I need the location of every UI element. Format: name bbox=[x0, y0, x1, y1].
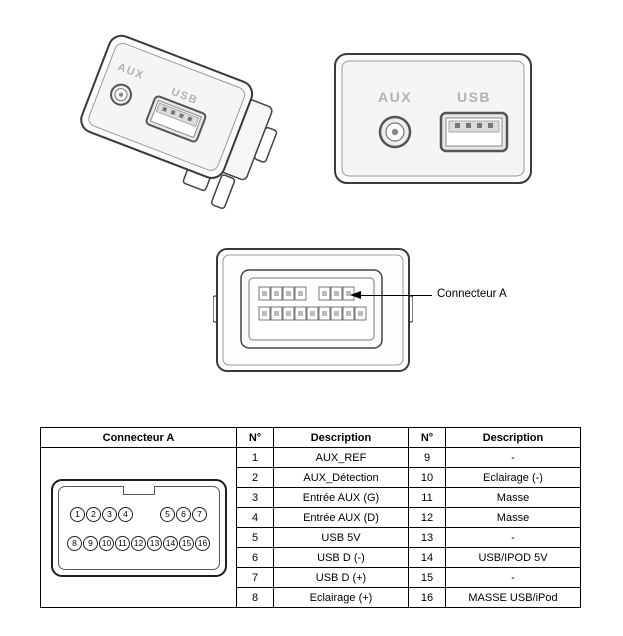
module-front-view: AUX USB bbox=[333, 52, 533, 190]
pin-8: 8 bbox=[67, 535, 82, 551]
mounting-clip-right bbox=[254, 126, 278, 163]
pin-description: Eclairage (-) bbox=[445, 467, 581, 488]
pin-4: 4 bbox=[118, 506, 133, 522]
pin-number: 12 bbox=[408, 507, 446, 528]
pin-description: USB D (+) bbox=[273, 567, 409, 588]
usb-pin bbox=[170, 109, 176, 116]
usb-pin bbox=[488, 123, 493, 128]
pin-5: 5 bbox=[160, 506, 175, 522]
pin-14: 14 bbox=[163, 535, 178, 551]
pin-number: 10 bbox=[408, 467, 446, 488]
pin-number: 14 bbox=[408, 547, 446, 568]
pin-11: 11 bbox=[115, 535, 130, 551]
pin-number: 5 bbox=[236, 527, 274, 548]
pin-row-gap bbox=[134, 514, 160, 515]
aux-jack-center bbox=[391, 128, 399, 136]
pin-row-top bbox=[258, 286, 355, 301]
pin-12: 12 bbox=[131, 535, 146, 551]
table-row: 7 USB D (+) 15 - bbox=[41, 567, 581, 588]
pin-description: Entrée AUX (G) bbox=[273, 487, 409, 508]
pin-description: AUX_REF bbox=[273, 447, 409, 468]
pin-number: 2 bbox=[236, 467, 274, 488]
module-front-drawing: AUX USB bbox=[334, 53, 532, 184]
connector-key-notch bbox=[122, 485, 155, 495]
pin-6: 6 bbox=[176, 506, 191, 522]
connector-inner-contour: 1 2 3 4 5 6 7 8 9 10 bbox=[57, 485, 220, 570]
callout-line bbox=[360, 295, 432, 296]
pin-description: Masse bbox=[445, 507, 581, 528]
pin-description: - bbox=[445, 447, 581, 468]
pin-1: 1 bbox=[70, 506, 85, 522]
pin-16: 16 bbox=[195, 535, 210, 551]
pin-description: USB/IPOD 5V bbox=[445, 547, 581, 568]
connector-a-diagram-cell: 1 2 3 4 5 6 7 8 9 10 bbox=[40, 447, 237, 608]
table-row: 6 USB D (-) 14 USB/IPOD 5V bbox=[41, 547, 581, 568]
usb-pin bbox=[187, 116, 193, 122]
col-header-desc2: Description bbox=[445, 427, 581, 448]
module-rear-drawing bbox=[212, 248, 414, 372]
pin-number: 13 bbox=[408, 527, 446, 548]
pin-13: 13 bbox=[147, 535, 162, 551]
pin-number: 16 bbox=[408, 587, 446, 608]
pin-number: 3 bbox=[236, 487, 274, 508]
pin-number: 15 bbox=[408, 567, 446, 588]
pin-3: 3 bbox=[102, 506, 117, 522]
callout-arrowhead-icon bbox=[350, 291, 361, 299]
mounting-clip-lower bbox=[210, 174, 236, 209]
pin-description: - bbox=[445, 527, 581, 548]
pin-row-bottom bbox=[258, 306, 367, 321]
pin-10: 10 bbox=[99, 535, 114, 551]
pin-numbers-top-row: 1 2 3 4 5 6 7 bbox=[59, 506, 219, 522]
table-row: 8 Eclairage (+) 16 MASSE USB/iPod bbox=[41, 587, 581, 608]
table-row: 2 AUX_Détection 10 Eclairage (-) bbox=[41, 467, 581, 488]
pin-number: 1 bbox=[236, 447, 274, 468]
usb-pin bbox=[162, 106, 168, 112]
pin-number: 11 bbox=[408, 487, 446, 508]
pin-description: - bbox=[445, 567, 581, 588]
aux-label: AUX bbox=[378, 89, 412, 105]
usb-label: USB bbox=[457, 89, 491, 105]
col-header-n2: N° bbox=[408, 427, 446, 448]
usb-pin bbox=[477, 123, 482, 128]
pin-number: 9 bbox=[408, 447, 446, 468]
table-row: 4 Entrée AUX (D) 12 Masse bbox=[41, 507, 581, 528]
pin-description: USB 5V bbox=[273, 527, 409, 548]
pin-number: 6 bbox=[236, 547, 274, 568]
pin-description: Eclairage (+) bbox=[273, 587, 409, 608]
pinout-table: Connecteur A N° Description N° Descripti… bbox=[40, 427, 581, 608]
aux-jack-center bbox=[118, 92, 124, 97]
usb-pin bbox=[466, 123, 471, 128]
pin-number: 7 bbox=[236, 567, 274, 588]
pin-2: 2 bbox=[86, 506, 101, 522]
pin-description: Masse bbox=[445, 487, 581, 508]
module-angled-view: AUX USB bbox=[78, 26, 318, 221]
module-angled-drawing: AUX USB bbox=[80, 34, 278, 209]
connector-title: Connecteur A bbox=[40, 427, 237, 448]
connector-a-callout: Connecteur A bbox=[437, 288, 507, 300]
usb-tongue bbox=[448, 120, 500, 133]
module-face bbox=[222, 254, 404, 366]
pin-numbers-bottom-row: 8 9 10 11 12 13 14 15 16 bbox=[59, 535, 219, 551]
pin-description: AUX_Détection bbox=[273, 467, 409, 488]
pin-15: 15 bbox=[179, 535, 194, 551]
pin-number: 8 bbox=[236, 587, 274, 608]
module-rear-view bbox=[212, 246, 414, 379]
pin-description: MASSE USB/iPod bbox=[445, 587, 581, 608]
pin-description: Entrée AUX (D) bbox=[273, 507, 409, 528]
connector-a-pin-diagram: 1 2 3 4 5 6 7 8 9 10 bbox=[50, 478, 227, 577]
usb-pin bbox=[455, 123, 460, 128]
pin-9: 9 bbox=[83, 535, 98, 551]
pin-7: 7 bbox=[192, 506, 207, 522]
usb-pin bbox=[178, 113, 185, 119]
pin-description: USB D (-) bbox=[273, 547, 409, 568]
col-header-desc1: Description bbox=[273, 427, 409, 448]
pin-number: 4 bbox=[236, 507, 274, 528]
col-header-n1: N° bbox=[236, 427, 274, 448]
